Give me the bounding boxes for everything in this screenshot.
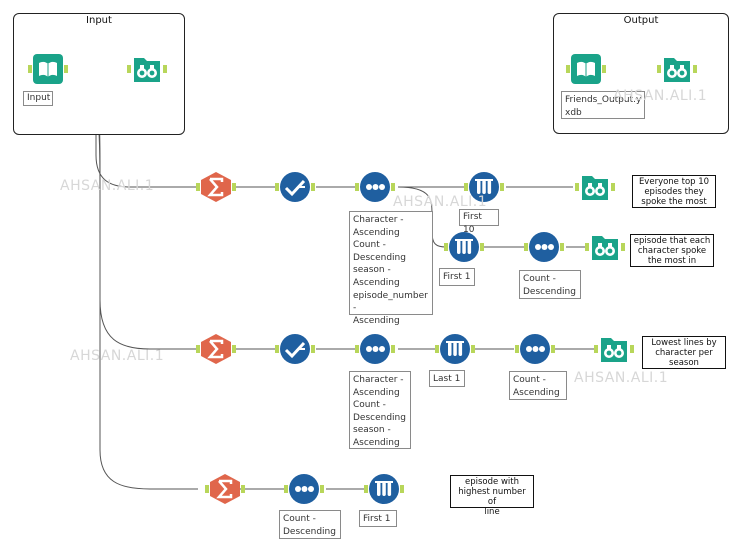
output-data-tool[interactable] [571, 54, 601, 84]
sort-tool-1b-label: Count - Descending [519, 270, 581, 299]
checkmark-icon [280, 334, 310, 364]
dots-icon [289, 474, 319, 504]
sort-tool-2b[interactable] [520, 334, 550, 364]
sample-tool-1a-label: First 10 [459, 209, 499, 235]
sample-tool-1b-label: First 1 [439, 268, 475, 286]
formula-tool-1[interactable] [280, 172, 310, 202]
sample-tool-1b[interactable] [449, 232, 479, 262]
sample-tool-2-label: Last 1 [429, 370, 465, 387]
binoculars-icon [592, 236, 618, 260]
comment-lowest-lines: Lowest lines by character per season [642, 336, 726, 369]
comment-episode-most: episode that each character spoke the mo… [630, 234, 714, 267]
input-container-title: Input [86, 15, 112, 26]
formula-tool-2[interactable] [280, 334, 310, 364]
comment-highest-lines: episode with highest number of line [450, 475, 534, 517]
input-data-label: Input [23, 91, 53, 106]
checkmark-icon [280, 172, 310, 202]
dots-icon [360, 334, 390, 364]
sort-tool-2[interactable] [360, 334, 390, 364]
sort-tool-1[interactable] [360, 172, 390, 202]
sort-tool-1-label: Character - Ascending Count - Descending… [349, 211, 433, 326]
sort-tool-3-label: Count - Descending [279, 510, 341, 539]
dots-icon [529, 232, 559, 262]
test-tubes-icon [369, 474, 399, 504]
sigma-icon [210, 474, 240, 504]
binoculars-icon [582, 176, 608, 200]
test-tubes-icon [469, 172, 499, 202]
summarize-tool-3[interactable] [210, 474, 240, 504]
book-icon [33, 54, 63, 84]
summarize-tool-2[interactable] [201, 334, 231, 364]
browse-tool-1a[interactable] [580, 172, 610, 202]
summarize-tool-1[interactable] [201, 172, 231, 202]
output-container-title: Output [623, 15, 659, 26]
sample-tool-1a[interactable] [469, 172, 499, 202]
sigma-icon [201, 334, 231, 364]
sample-tool-2[interactable] [440, 334, 470, 364]
sample-tool-3-label: First 1 [359, 510, 397, 527]
input-data-tool[interactable] [33, 54, 63, 84]
binoculars-icon [134, 58, 160, 82]
sort-tool-3[interactable] [289, 474, 319, 504]
browse-tool-output[interactable] [662, 54, 692, 84]
test-tubes-icon [449, 232, 479, 262]
sample-tool-3[interactable] [369, 474, 399, 504]
browse-tool-1b[interactable] [590, 232, 620, 262]
browse-tool-input[interactable] [132, 54, 162, 84]
book-icon [571, 54, 601, 84]
sort-tool-2b-label: Count - Ascending [509, 371, 567, 400]
sort-tool-2-label: Character - Ascending Count - Descending… [349, 371, 411, 449]
browse-tool-2[interactable] [599, 334, 629, 364]
sigma-icon [201, 172, 231, 202]
binoculars-icon [664, 58, 690, 82]
dots-icon [520, 334, 550, 364]
dots-icon [360, 172, 390, 202]
sort-tool-1b[interactable] [529, 232, 559, 262]
comment-top-10: Everyone top 10 episodes they spoke the … [632, 175, 716, 208]
binoculars-icon [601, 338, 627, 362]
test-tubes-icon [440, 334, 470, 364]
output-data-label: Friends_Output.y xdb [561, 91, 645, 119]
